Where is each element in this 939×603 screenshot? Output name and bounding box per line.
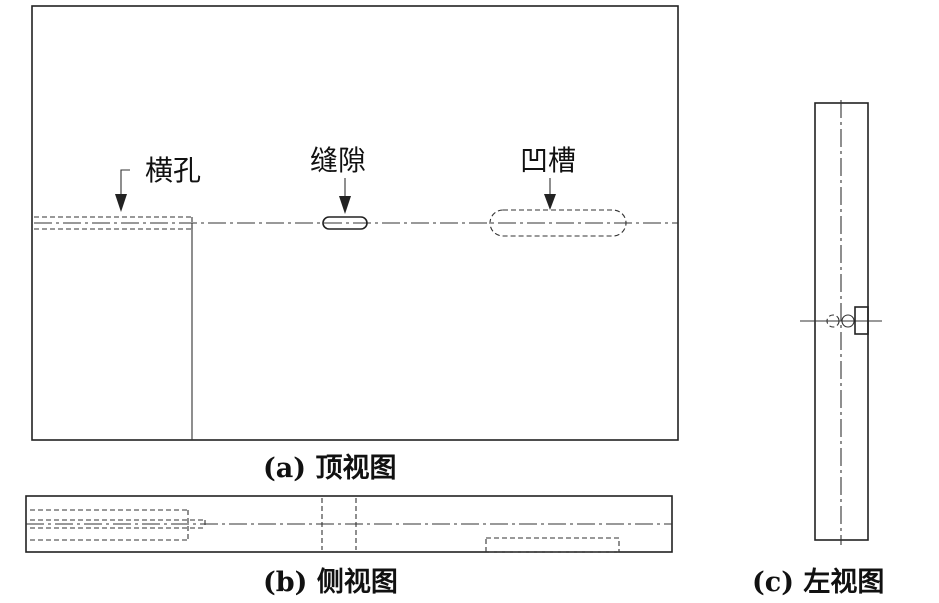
- groove-outline: [489, 209, 627, 237]
- groove-leader: [544, 178, 556, 210]
- side-view-gap-hidden-lines: [321, 498, 357, 550]
- side-view: (b) 侧视图: [25, 495, 673, 598]
- side-view-groove-outline: [485, 537, 620, 553]
- label-groove: 凹槽: [520, 144, 576, 177]
- label-hole: 横孔: [145, 154, 201, 187]
- top-view-hole-hidden-lines: [34, 216, 193, 230]
- gap-leader: [339, 178, 351, 214]
- side-view-hole-hidden-lines: [30, 509, 206, 541]
- label-gap: 缝隙: [310, 144, 366, 177]
- hole-leader: [115, 169, 130, 212]
- left-view: (c) 左视图: [752, 100, 884, 598]
- caption-left-view: (c) 左视图: [752, 567, 884, 598]
- caption-side-view: (b) 侧视图: [263, 567, 398, 598]
- left-view-groove-profile: [854, 306, 869, 335]
- caption-top-view: (a) 顶视图: [263, 453, 396, 484]
- top-view: 横孔 缝隙 凹槽 (a) 顶视图: [31, 5, 679, 484]
- gap-slot: [322, 216, 368, 230]
- left-view-hole-circles: [826, 314, 855, 328]
